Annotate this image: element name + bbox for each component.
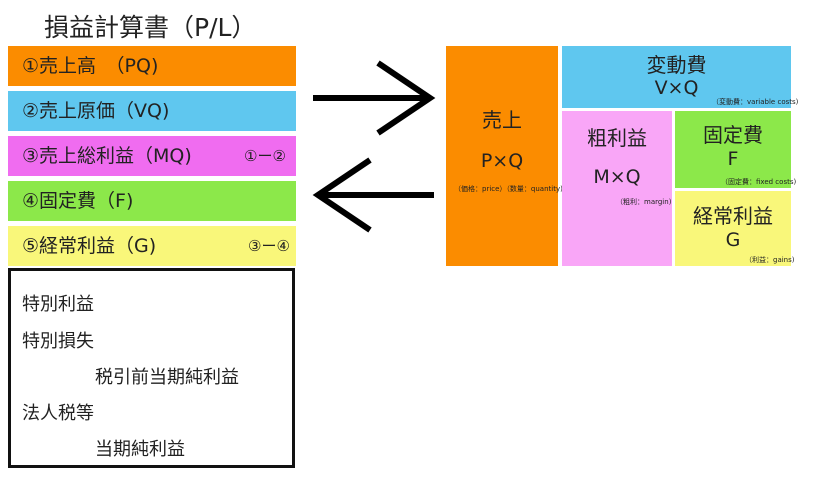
arrow-right-icon — [313, 60, 436, 136]
gross-margin-note: （粗利：margin) — [616, 198, 672, 206]
box-line-income-taxes: 法人税等 — [22, 403, 94, 424]
fixed-costs-title: 固定費 — [703, 123, 763, 147]
pl-row-label: ④固定費（F) — [22, 190, 134, 212]
sales-note: （価格：price）（数量：quantity) — [454, 185, 563, 193]
gross-margin-formula: M×Q — [593, 166, 641, 188]
pl-row-label: ②売上原価（VQ) — [22, 100, 170, 122]
sales-formula: P×Q — [480, 150, 524, 172]
pl-row-label: ③売上総利益（MQ) — [22, 145, 192, 167]
pl-row-note: ③ー④ — [248, 237, 290, 255]
fixed-costs-note: （固定費：fixed costs) — [721, 178, 797, 186]
box-line-extraordinary-losses: 特別損失 — [22, 331, 94, 352]
sales-title: 売上 — [482, 108, 522, 132]
sales-block: 売上 P×Q （価格：price）（数量：quantity) — [446, 46, 563, 266]
gross-margin-block: 粗利益 M×Q （粗利：margin) — [562, 111, 672, 266]
pl-row-label: ⑤経常利益（G) — [22, 235, 157, 257]
box-line-pretax-income: 税引前当期純利益 — [95, 367, 239, 388]
pl-row-cost-of-sales: ②売上原価（VQ) — [8, 91, 296, 131]
arrow-left-icon — [312, 157, 434, 233]
extraordinary-items-box: 特別利益 特別損失 税引前当期純利益 法人税等 当期純利益 — [8, 268, 295, 468]
box-line-net-income: 当期純利益 — [95, 439, 185, 460]
variable-costs-note: （変動費：variable costs) — [712, 98, 799, 106]
ordinary-profit-note: （利益：gains) — [745, 256, 795, 264]
pl-title: 損益計算書（P/L） — [44, 13, 257, 42]
gross-margin-title: 粗利益 — [587, 126, 647, 150]
pl-row-note: ①ー② — [244, 147, 286, 165]
pl-row-ordinary-profit: ⑤経常利益（G) ③ー④ — [8, 226, 296, 266]
variable-costs-block: 変動費 V×Q （変動費：variable costs) — [562, 46, 798, 108]
fixed-costs-formula: F — [727, 148, 739, 170]
ordinary-profit-formula: G — [725, 229, 741, 251]
variable-costs-title: 変動費 — [646, 53, 707, 77]
variable-costs-formula: V×Q — [654, 77, 699, 99]
ordinary-profit-title: 経常利益 — [693, 204, 773, 228]
pl-row-sales: ①売上高 （PQ) — [8, 46, 296, 86]
pl-row-fixed-costs: ④固定費（F) — [8, 181, 296, 221]
ordinary-profit-block: 経常利益 G （利益：gains) — [675, 191, 795, 266]
fixed-costs-block: 固定費 F （固定費：fixed costs) — [675, 111, 796, 188]
pl-row-label: ①売上高 （PQ) — [22, 55, 159, 77]
arrows-group — [312, 60, 436, 233]
box-line-extraordinary-gains: 特別利益 — [22, 294, 94, 315]
pl-row-gross-profit: ③売上総利益（MQ) ①ー② — [8, 136, 296, 176]
